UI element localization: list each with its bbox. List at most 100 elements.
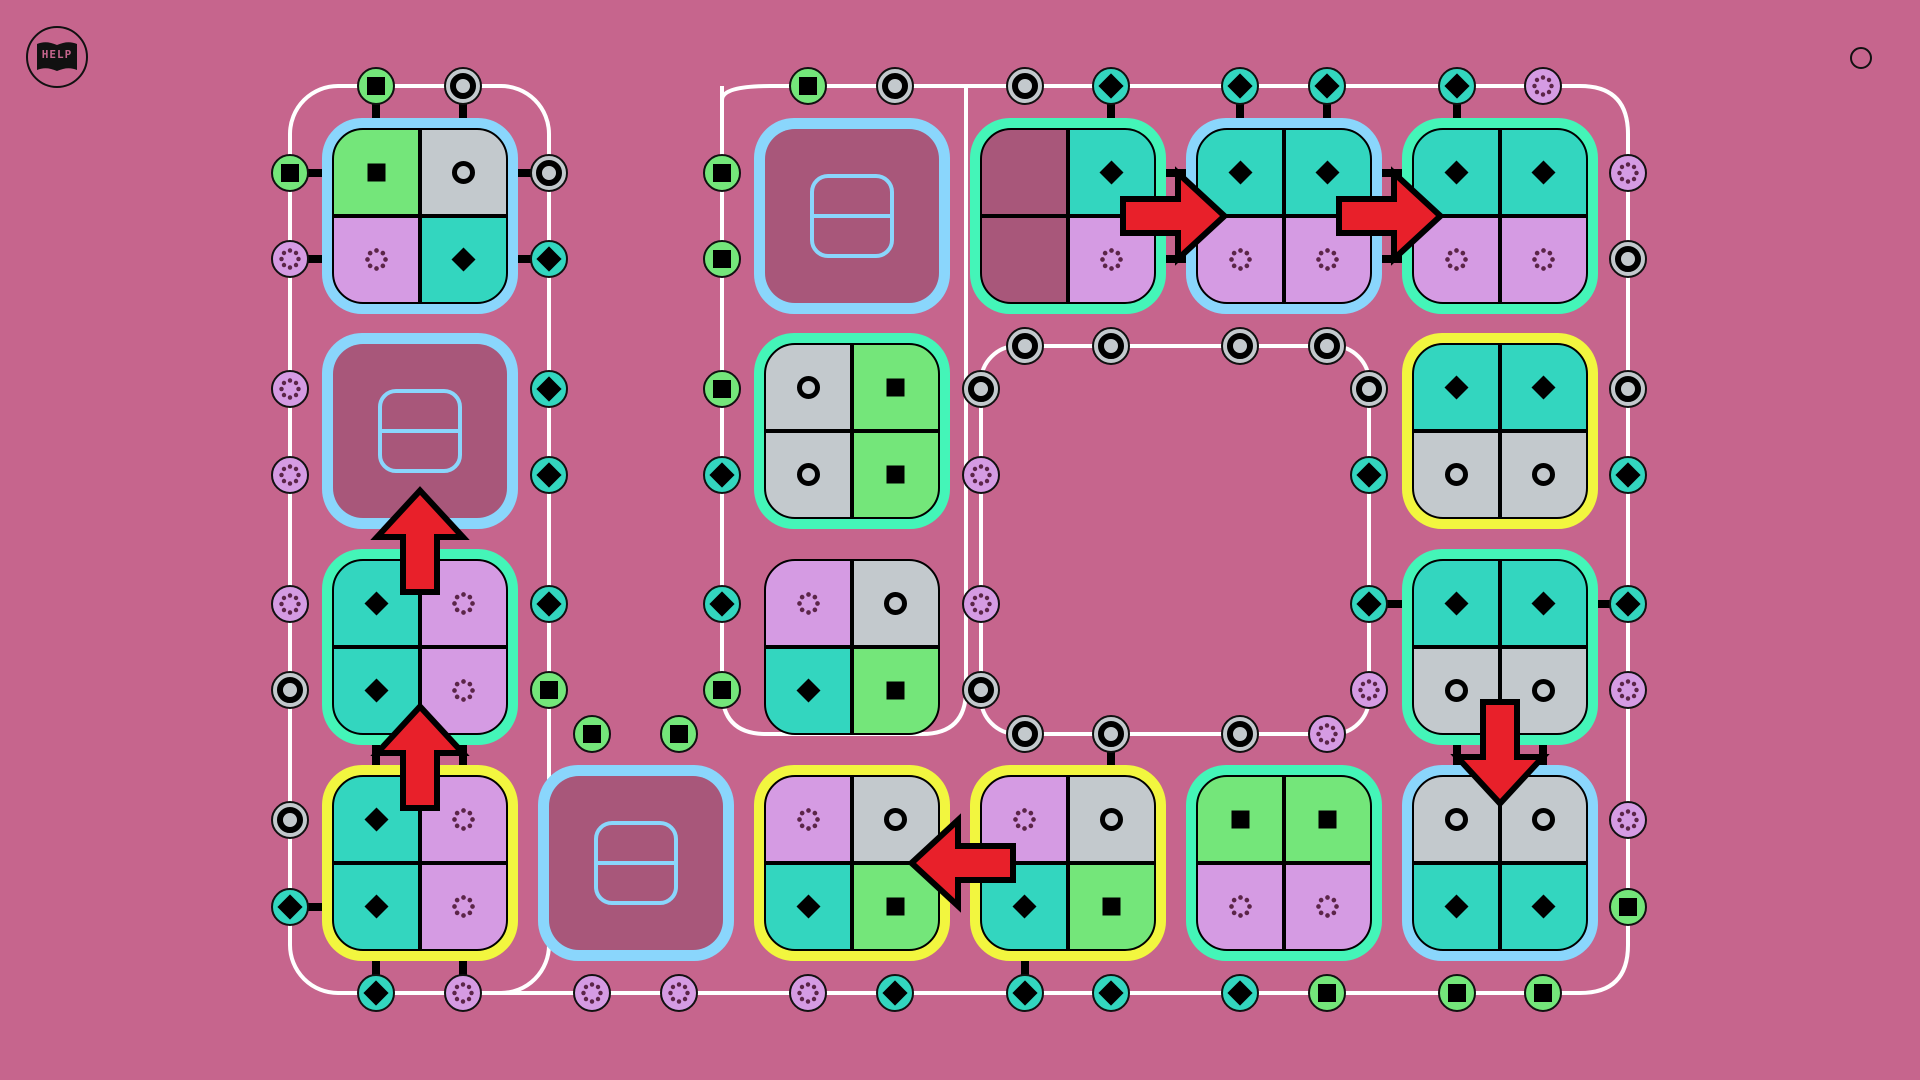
track-node-diamond[interactable] xyxy=(1092,67,1130,105)
track-node-flower[interactable] xyxy=(962,456,1000,494)
track-node-ring[interactable] xyxy=(1350,370,1388,408)
track-node-diamond[interactable] xyxy=(703,585,741,623)
track-node-square[interactable] xyxy=(703,154,741,192)
arrow-down-icon[interactable] xyxy=(1450,699,1550,808)
help-button[interactable]: HELP xyxy=(26,26,88,88)
puzzle-tile[interactable] xyxy=(764,559,940,735)
track-node-diamond[interactable] xyxy=(1221,67,1259,105)
track-node-diamond[interactable] xyxy=(876,974,914,1012)
arrow-right-icon[interactable] xyxy=(1336,166,1445,266)
flower-petal xyxy=(293,607,299,613)
track-node-flower[interactable] xyxy=(789,974,827,1012)
track-node-flower[interactable] xyxy=(271,585,309,623)
track-node-ring[interactable] xyxy=(271,671,309,709)
track-node-ring[interactable] xyxy=(271,801,309,839)
track-node-flower[interactable] xyxy=(444,974,482,1012)
puzzle-tile[interactable] xyxy=(1402,333,1598,529)
track-node-ring[interactable] xyxy=(876,67,914,105)
puzzle-tile[interactable] xyxy=(754,765,950,961)
track-node-square[interactable] xyxy=(573,715,611,753)
track-node-diamond[interactable] xyxy=(1221,974,1259,1012)
track-node-square[interactable] xyxy=(703,370,741,408)
locked-tile[interactable] xyxy=(538,765,734,961)
track-node-flower[interactable] xyxy=(962,585,1000,623)
track-node-ring[interactable] xyxy=(1221,327,1259,365)
flower-petal xyxy=(799,996,805,1002)
track-node-square[interactable] xyxy=(1524,974,1562,1012)
track-node-flower[interactable] xyxy=(1350,671,1388,709)
track-node-ring[interactable] xyxy=(1092,327,1130,365)
track-node-flower[interactable] xyxy=(271,456,309,494)
track-node-diamond[interactable] xyxy=(1438,67,1476,105)
track-node-flower[interactable] xyxy=(660,974,698,1012)
track-node-flower[interactable] xyxy=(1609,671,1647,709)
track-node-diamond[interactable] xyxy=(1350,456,1388,494)
track-node-ring[interactable] xyxy=(1609,240,1647,278)
track-node-diamond[interactable] xyxy=(530,240,568,278)
track-node-flower[interactable] xyxy=(271,240,309,278)
track-node-ring[interactable] xyxy=(1221,715,1259,753)
track-node-ring[interactable] xyxy=(444,67,482,105)
puzzle-tile[interactable] xyxy=(970,118,1166,314)
track-node-square[interactable] xyxy=(1438,974,1476,1012)
locked-tile[interactable] xyxy=(754,118,950,314)
square-glyph xyxy=(713,250,731,268)
track-node-square[interactable] xyxy=(703,671,741,709)
flower-petal xyxy=(676,999,682,1004)
track-node-diamond[interactable] xyxy=(1350,585,1388,623)
track-node-flower[interactable] xyxy=(1609,154,1647,192)
arrow-left-icon[interactable] xyxy=(907,813,1016,913)
track-node-ring[interactable] xyxy=(1609,370,1647,408)
track-node-ring[interactable] xyxy=(962,370,1000,408)
track-node-square[interactable] xyxy=(357,67,395,105)
track-node-diamond[interactable] xyxy=(1006,974,1044,1012)
puzzle-tile[interactable] xyxy=(322,118,518,314)
track-node-ring[interactable] xyxy=(530,154,568,192)
track-node-diamond[interactable] xyxy=(1609,456,1647,494)
flower-petal xyxy=(1534,250,1540,256)
track-node-square[interactable] xyxy=(660,715,698,753)
circle-menu-icon[interactable] xyxy=(1850,47,1872,69)
track-node-ring[interactable] xyxy=(1006,327,1044,365)
puzzle-tile[interactable] xyxy=(1186,765,1382,961)
track-node-square[interactable] xyxy=(1609,888,1647,926)
arrow-up-icon[interactable] xyxy=(370,486,470,595)
puzzle-tile[interactable] xyxy=(322,549,518,745)
track-node-diamond[interactable] xyxy=(271,888,309,926)
diamond-glyph xyxy=(1314,73,1340,99)
flower-petal xyxy=(1331,250,1337,256)
flower-petal xyxy=(1118,257,1123,262)
track-node-flower[interactable] xyxy=(1609,801,1647,839)
track-node-diamond[interactable] xyxy=(1609,585,1647,623)
track-node-square[interactable] xyxy=(789,67,827,105)
track-node-square[interactable] xyxy=(703,240,741,278)
track-node-ring[interactable] xyxy=(962,671,1000,709)
puzzle-tile[interactable] xyxy=(1402,549,1598,745)
puzzle-tile[interactable] xyxy=(1402,765,1598,961)
square-glyph xyxy=(1534,984,1552,1002)
track-node-flower[interactable] xyxy=(1524,67,1562,105)
track-node-square[interactable] xyxy=(271,154,309,192)
track-node-diamond[interactable] xyxy=(530,585,568,623)
arrow-right-icon[interactable] xyxy=(1120,166,1229,266)
track-node-diamond[interactable] xyxy=(357,974,395,1012)
track-node-flower[interactable] xyxy=(1308,715,1346,753)
locked-tile[interactable] xyxy=(322,333,518,529)
track-node-diamond[interactable] xyxy=(703,456,741,494)
track-node-flower[interactable] xyxy=(271,370,309,408)
track-node-ring[interactable] xyxy=(1092,715,1130,753)
puzzle-tile[interactable] xyxy=(322,765,518,961)
track-node-diamond[interactable] xyxy=(530,456,568,494)
arrow-up-icon[interactable] xyxy=(370,702,470,811)
track-node-square[interactable] xyxy=(1308,974,1346,1012)
track-node-flower[interactable] xyxy=(573,974,611,1012)
puzzle-tile[interactable] xyxy=(1186,118,1382,314)
track-node-ring[interactable] xyxy=(1006,715,1044,753)
track-node-diamond[interactable] xyxy=(1308,67,1346,105)
track-node-ring[interactable] xyxy=(1006,67,1044,105)
track-node-square[interactable] xyxy=(530,671,568,709)
track-node-diamond[interactable] xyxy=(1092,974,1130,1012)
puzzle-tile[interactable] xyxy=(754,333,950,529)
track-node-ring[interactable] xyxy=(1308,327,1346,365)
track-node-diamond[interactable] xyxy=(530,370,568,408)
